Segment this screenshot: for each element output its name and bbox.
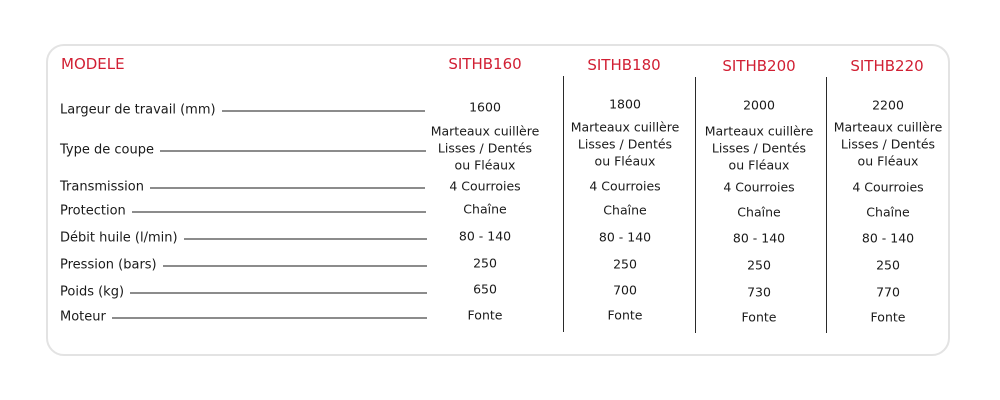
row-label: Pression (bars) <box>60 258 427 273</box>
row-label: Poids (kg) <box>60 285 427 300</box>
spec-cell: 1800 <box>609 96 641 112</box>
model-header-1: SITHB180 <box>587 56 661 74</box>
spec-cell: 770 <box>876 284 900 300</box>
spec-cell: Chaîne <box>463 201 507 217</box>
column-divider <box>826 77 827 333</box>
spec-cell-line: Lisses / Dentés <box>711 140 807 156</box>
row-label: Protection <box>60 204 426 219</box>
spec-cell: 2200 <box>872 97 904 113</box>
leader-line <box>183 238 427 239</box>
spec-cell: 4 Courroies <box>723 179 795 195</box>
spec-cell: 250 <box>613 256 637 272</box>
row-label-text: Protection <box>60 203 126 219</box>
spec-cell: Fonte <box>467 307 503 323</box>
spec-cell-line: ou Fléaux <box>728 157 790 173</box>
spec-cell: 2000 <box>743 97 775 113</box>
row-label-text: Type de coupe <box>60 142 154 158</box>
leader-line <box>130 292 427 293</box>
column-divider <box>695 77 696 333</box>
leader-line <box>159 150 426 151</box>
spec-cell-line: Marteaux cuillère <box>704 123 814 139</box>
row-label-text: Moteur <box>60 309 106 325</box>
model-header-3: SITHB220 <box>850 57 924 75</box>
leader-line <box>111 317 427 318</box>
model-header-2: SITHB200 <box>722 57 796 75</box>
spec-cell: 700 <box>613 282 637 298</box>
spec-cell: Chaîne <box>737 204 781 220</box>
spec-cell-line: Lisses / Dentés <box>437 140 533 156</box>
row-label-text: Transmission <box>60 179 144 195</box>
spec-cell: 250 <box>747 257 771 273</box>
leader-line <box>149 187 425 188</box>
spec-cell: 80 - 140 <box>861 230 915 246</box>
model-header-label: MODELE <box>61 55 125 73</box>
leader-line <box>162 265 427 266</box>
spec-cell: 4 Courroies <box>852 179 924 195</box>
spec-cell-line: Lisses / Dentés <box>577 136 673 152</box>
spec-cell: 80 - 140 <box>598 229 652 245</box>
spec-cell: 4 Courroies <box>449 178 521 194</box>
model-header-0: SITHB160 <box>448 55 522 73</box>
spec-cell-line: ou Fléaux <box>454 157 516 173</box>
spec-cell-line: ou Fléaux <box>594 153 656 169</box>
spec-cell: 80 - 140 <box>458 228 512 244</box>
spec-cell: 650 <box>473 281 497 297</box>
leader-line <box>221 110 425 111</box>
spec-cell: 730 <box>747 284 771 300</box>
spec-cell-line: Lisses / Dentés <box>840 136 936 152</box>
row-label: Transmission <box>60 180 425 195</box>
spec-table-card <box>46 44 950 356</box>
row-label-text: Poids (kg) <box>60 284 125 300</box>
row-label: Type de coupe <box>60 143 426 158</box>
column-divider <box>563 76 564 332</box>
row-label-text: Pression (bars) <box>60 257 157 273</box>
spec-cell-line: Marteaux cuillère <box>430 123 540 139</box>
spec-cell: Fonte <box>607 307 643 323</box>
row-label: Débit huile (l/min) <box>60 231 427 246</box>
spec-cell-line: Marteaux cuillère <box>570 119 680 135</box>
spec-cell: Chaîne <box>866 204 910 220</box>
spec-cell: 250 <box>473 255 497 271</box>
spec-cell: 250 <box>876 257 900 273</box>
spec-cell: Chaîne <box>603 202 647 218</box>
row-label-text: Débit huile (l/min) <box>60 230 178 246</box>
spec-cell: 1600 <box>469 99 501 115</box>
spec-cell: 4 Courroies <box>589 178 661 194</box>
row-label-text: Largeur de travail (mm) <box>60 102 216 118</box>
spec-cell-line: Marteaux cuillère <box>833 119 943 135</box>
spec-cell: 80 - 140 <box>732 230 786 246</box>
spec-cell: Fonte <box>870 309 906 325</box>
row-label: Moteur <box>60 310 427 325</box>
spec-cell-line: ou Fléaux <box>857 153 919 169</box>
row-label: Largeur de travail (mm) <box>60 103 425 118</box>
spec-cell: Fonte <box>741 309 777 325</box>
leader-line <box>131 211 426 212</box>
